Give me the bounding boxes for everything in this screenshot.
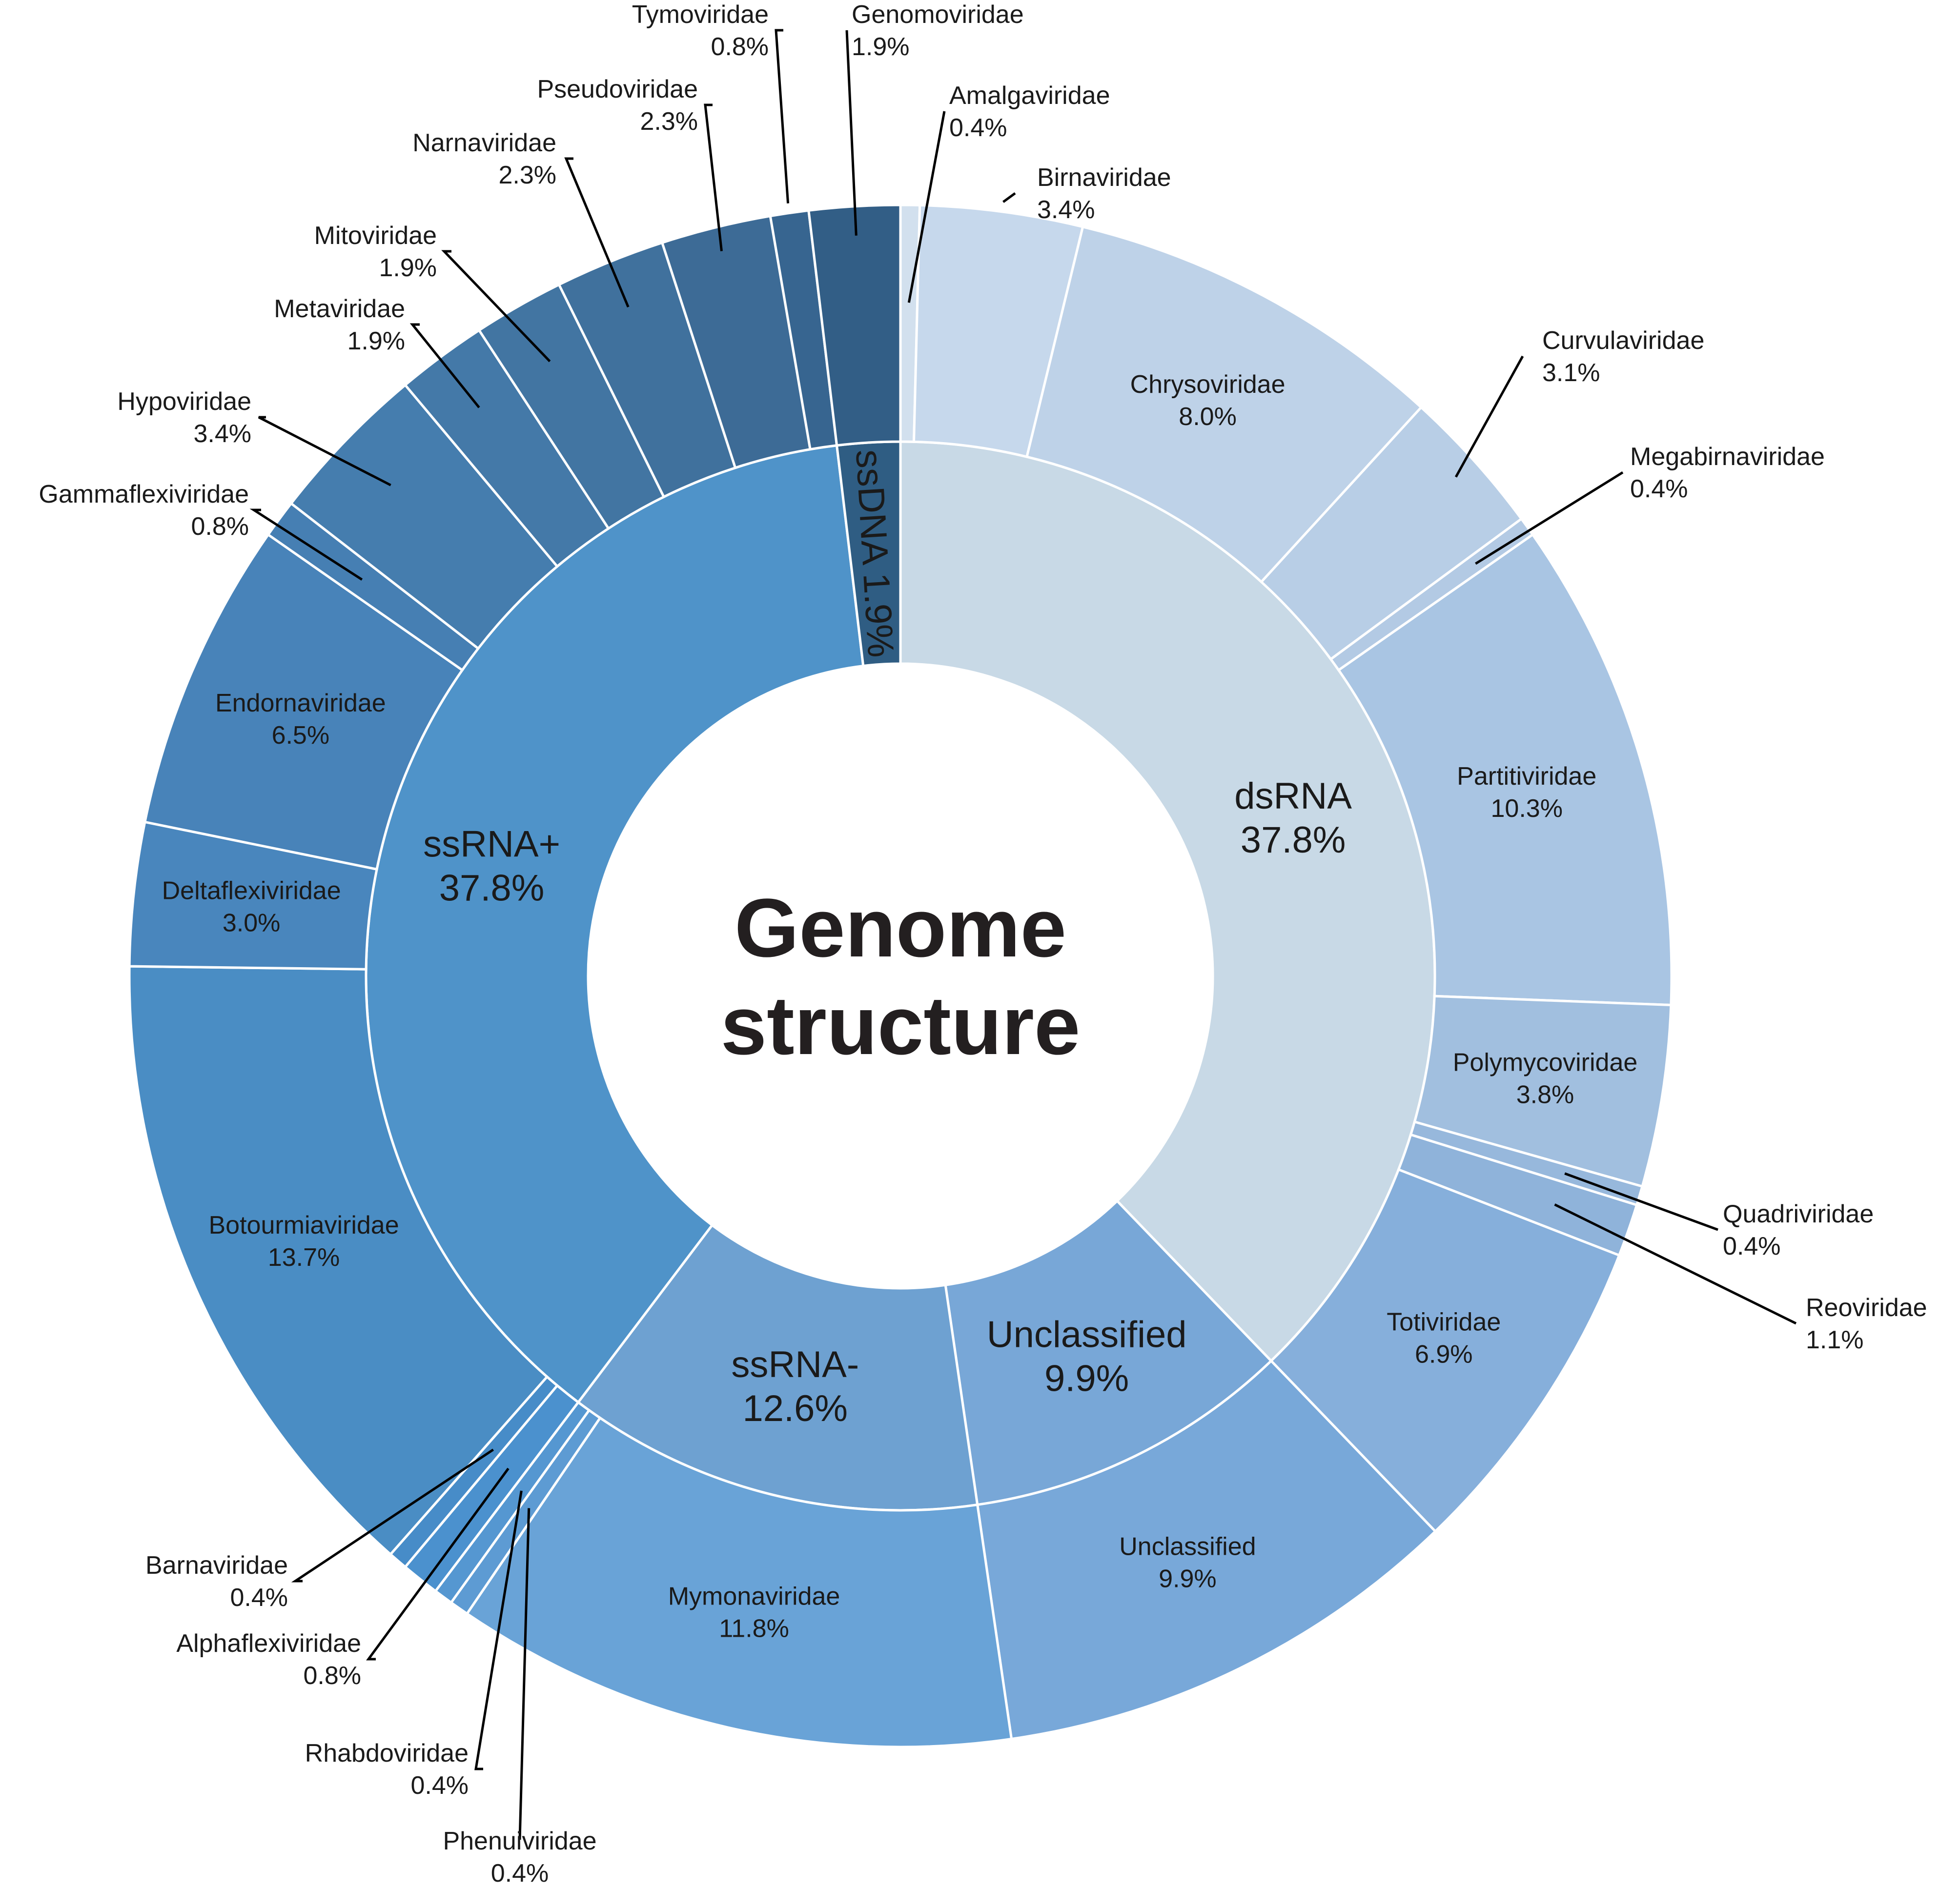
callout-lines bbox=[249, 29, 1797, 1840]
callout-line-mitoviridae bbox=[441, 250, 551, 363]
inner-label-ssrna: ssRNA+37.8% bbox=[423, 823, 560, 909]
callout-line-quadriviridae bbox=[1564, 1172, 1718, 1231]
outer-slice-partitiviridae bbox=[1337, 533, 1673, 1007]
callout-line-phenuiviridae bbox=[518, 1508, 531, 1840]
callout-line-megabirnaviridae bbox=[1475, 471, 1624, 565]
callout-line-metaviridae bbox=[409, 323, 480, 408]
callout-line-alphaflexiviridae bbox=[366, 1467, 510, 1661]
inner-ring bbox=[365, 440, 1436, 1512]
outer-slice-genomoviridae bbox=[807, 203, 902, 447]
callout-line-barnaviridae bbox=[291, 1448, 494, 1583]
outer-ring bbox=[128, 203, 1673, 1748]
callout-line-gammaflexiviridae bbox=[249, 508, 363, 581]
callout-line-reoviridae bbox=[1554, 1203, 1797, 1325]
callout-line-narnaviridae bbox=[564, 157, 630, 308]
callout-line-curvulaviridae bbox=[1454, 355, 1524, 478]
inner-label-ssrna: ssRNA-12.6% bbox=[731, 1344, 859, 1429]
callout-line-pseudoviridae bbox=[704, 103, 723, 251]
outer-slice-unclassified-outer bbox=[976, 1359, 1437, 1741]
outer-slice-mymonaviridae bbox=[465, 1416, 1013, 1748]
outer-slice-botourmiaviridae bbox=[128, 965, 549, 1556]
callout-line-amalgaviridae bbox=[907, 111, 946, 303]
callout-line-rhabdoviridae bbox=[474, 1490, 523, 1770]
callout-line-genomoviridae bbox=[845, 30, 858, 236]
callout-line-hypoviridae bbox=[258, 416, 391, 487]
callout-line-birnaviridae bbox=[1002, 192, 1016, 203]
callout-line-tymoviridae bbox=[775, 29, 790, 203]
